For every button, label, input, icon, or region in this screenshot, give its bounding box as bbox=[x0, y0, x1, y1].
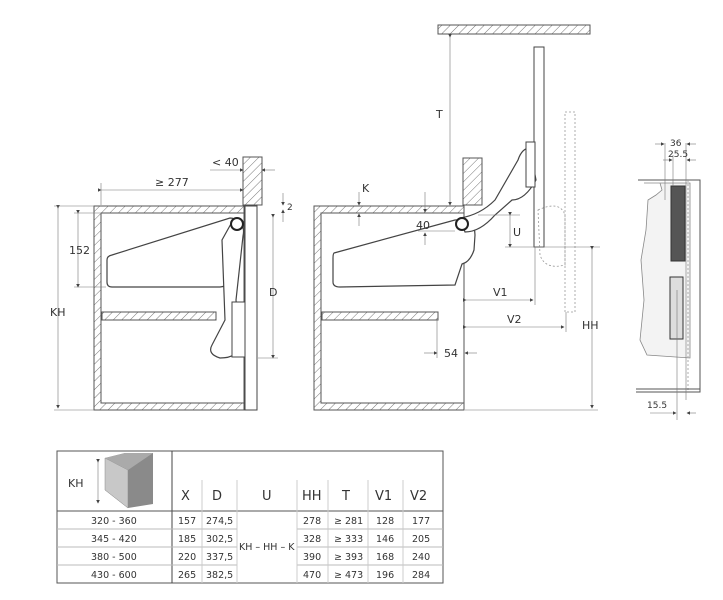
cell-hh: 390 bbox=[303, 552, 321, 563]
table-row: 430 - 600 265 382,5 470 ≥ 473 196 284 bbox=[91, 570, 430, 581]
cell-hh: 328 bbox=[303, 534, 321, 545]
cell-d: 302,5 bbox=[206, 534, 233, 545]
closed-cabinet-view: ≥ 277 < 40 2 152 KH D bbox=[50, 156, 293, 411]
cell-t: ≥ 473 bbox=[334, 570, 363, 581]
cell-d: 274,5 bbox=[206, 516, 233, 527]
dim-d: D bbox=[269, 286, 277, 299]
pivot bbox=[230, 217, 244, 231]
cell-v2: 284 bbox=[412, 570, 430, 581]
dim-hh: HH bbox=[582, 319, 599, 332]
wall-block-open bbox=[462, 157, 483, 206]
table-row: 380 - 500 220 337,5 390 ≥ 393 168 240 bbox=[91, 552, 430, 563]
cell-kh: 430 - 600 bbox=[91, 570, 137, 581]
door-ghost bbox=[564, 111, 576, 313]
dim-v2: V2 bbox=[507, 313, 522, 326]
cube-icon bbox=[96, 453, 153, 509]
cabinet-carcass-open bbox=[313, 205, 465, 411]
header-d: D bbox=[212, 489, 222, 504]
door-panel bbox=[244, 205, 258, 411]
cell-v2: 205 bbox=[412, 534, 430, 545]
open-cabinet-view: T K 40 U V1 V2 HH 54 bbox=[313, 24, 600, 411]
cell-t: ≥ 281 bbox=[334, 516, 363, 527]
door-bracket bbox=[231, 301, 246, 358]
door-bracket-open bbox=[525, 141, 536, 188]
lift-arm-open bbox=[459, 147, 537, 233]
lift-flap-housing bbox=[106, 217, 239, 288]
shelf-open bbox=[321, 311, 439, 321]
lift-unit bbox=[670, 185, 686, 262]
header-hh: HH bbox=[302, 489, 322, 504]
dim-offset-2: 2 bbox=[287, 203, 293, 213]
cell-v1: 146 bbox=[376, 534, 394, 545]
cell-t: ≥ 333 bbox=[334, 534, 363, 545]
table-row: 320 - 360 157 274,5 278 ≥ 281 128 177 bbox=[91, 516, 430, 527]
header-t: T bbox=[341, 489, 350, 504]
dimension-table: KH X D U HH T V1 V2 KH – HH – K 320 - 36… bbox=[56, 450, 444, 584]
cell-x: 157 bbox=[178, 516, 196, 527]
cell-kh: 345 - 420 bbox=[91, 534, 137, 545]
cabinet-carcass bbox=[93, 205, 245, 411]
side-detail-view: 36 25.5 15.5 bbox=[636, 139, 701, 420]
mechanism-ghost bbox=[537, 205, 566, 267]
ceiling bbox=[437, 24, 591, 35]
table-row: 345 - 420 185 302,5 328 ≥ 333 146 205 bbox=[91, 534, 430, 545]
table-corner-kh: KH bbox=[68, 477, 84, 490]
dim-width-277: ≥ 277 bbox=[155, 176, 189, 189]
dim-36: 36 bbox=[670, 139, 682, 149]
header-v1: V1 bbox=[375, 489, 392, 504]
cell-hh: 278 bbox=[303, 516, 321, 527]
lift-flap-housing-open bbox=[332, 219, 476, 288]
dim-gap-40: < 40 bbox=[212, 156, 239, 169]
dim-kh: KH bbox=[50, 306, 66, 319]
cell-kh: 380 - 500 bbox=[91, 552, 137, 563]
cell-d: 337,5 bbox=[206, 552, 233, 563]
cell-kh: 320 - 360 bbox=[91, 516, 137, 527]
cell-d: 382,5 bbox=[206, 570, 233, 581]
pivot-open bbox=[455, 217, 469, 231]
cell-v1: 196 bbox=[376, 570, 394, 581]
mounting-plate bbox=[669, 276, 684, 340]
cell-x: 265 bbox=[178, 570, 196, 581]
cell-x: 185 bbox=[178, 534, 196, 545]
cell-v1: 168 bbox=[376, 552, 394, 563]
dim-152: 152 bbox=[69, 244, 90, 257]
dim-k: K bbox=[362, 182, 370, 195]
dim-v1: V1 bbox=[493, 286, 508, 299]
header-u: U bbox=[262, 489, 272, 504]
dim-25-5: 25.5 bbox=[668, 150, 688, 160]
u-formula: KH – HH – K bbox=[239, 542, 295, 553]
cell-v1: 128 bbox=[376, 516, 394, 527]
cell-v2: 177 bbox=[412, 516, 430, 527]
dim-40: 40 bbox=[416, 219, 430, 232]
cell-x: 220 bbox=[178, 552, 196, 563]
cell-hh: 470 bbox=[303, 570, 321, 581]
shelf bbox=[101, 311, 217, 321]
header-x: X bbox=[181, 489, 190, 504]
dim-t: T bbox=[435, 108, 443, 121]
dim-54: 54 bbox=[444, 347, 458, 360]
cell-t: ≥ 393 bbox=[334, 552, 363, 563]
cell-v2: 240 bbox=[412, 552, 430, 563]
dim-15-5: 15.5 bbox=[647, 401, 667, 411]
dim-u: U bbox=[513, 226, 521, 239]
header-v2: V2 bbox=[410, 489, 427, 504]
wall-block bbox=[242, 156, 263, 206]
